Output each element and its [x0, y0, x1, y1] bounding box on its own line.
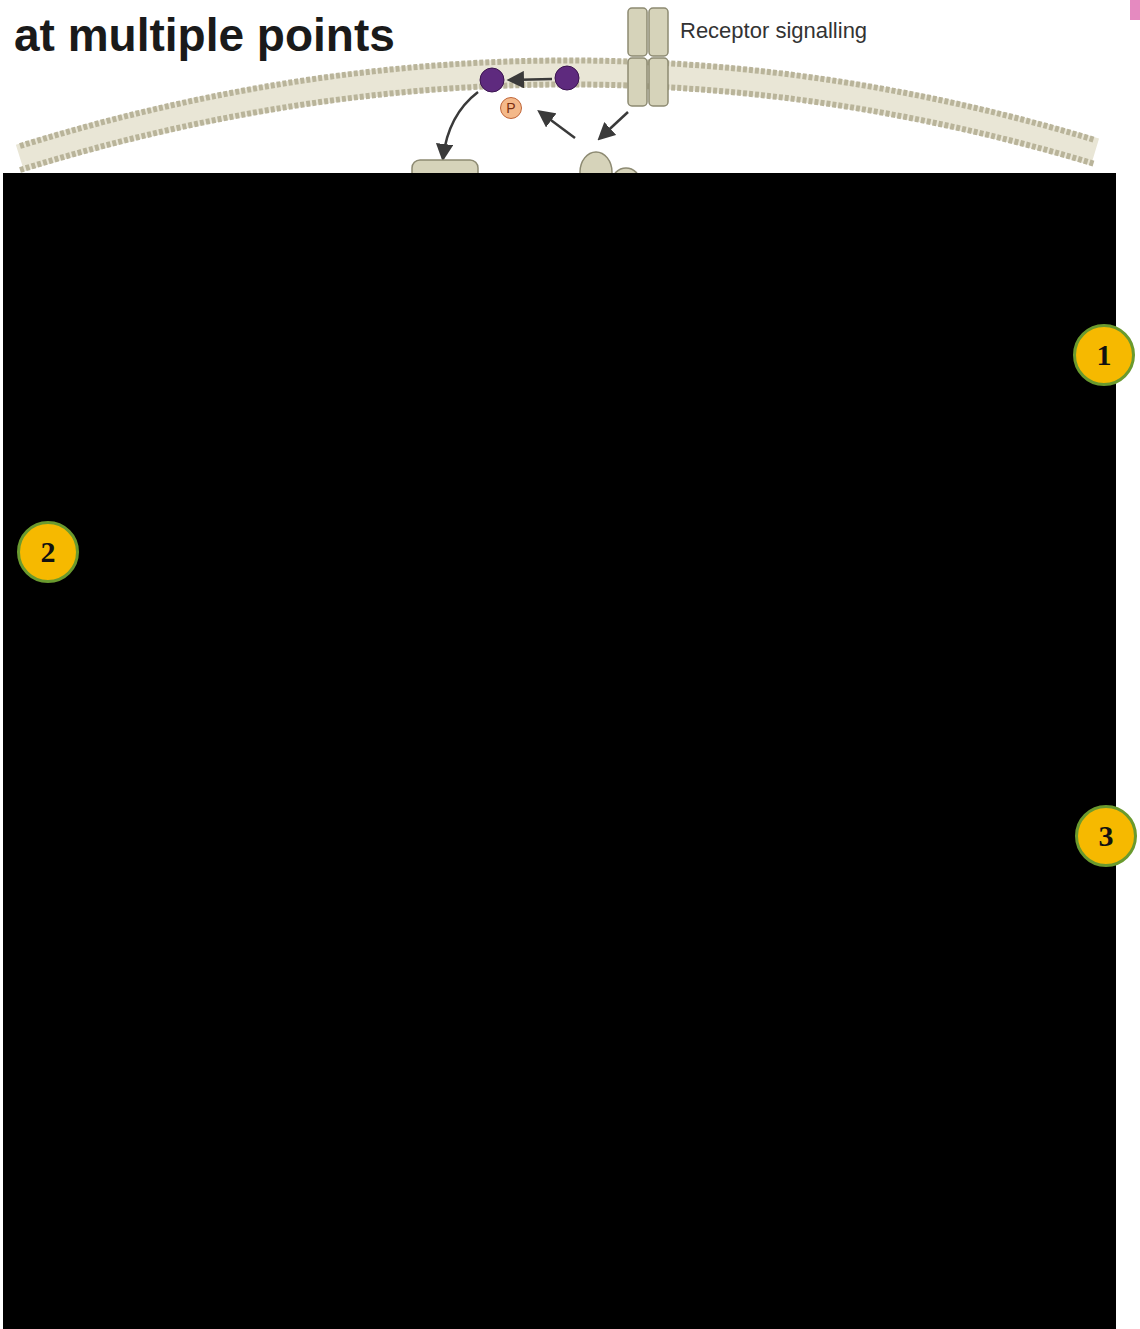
receptor-part	[628, 8, 647, 56]
arrow	[600, 112, 628, 138]
membrane-heads-outer	[20, 60, 1095, 146]
node-text: P	[506, 101, 515, 115]
phosphate-circle: P	[500, 97, 522, 119]
callout-number: 3	[1075, 805, 1137, 867]
receptor-part	[649, 8, 668, 56]
corner-tab	[1130, 0, 1140, 20]
lipid-dot	[480, 68, 504, 92]
title: at multiple points	[14, 8, 395, 62]
node-text: 3	[1099, 821, 1114, 851]
arrow	[540, 112, 575, 138]
receptor-part	[649, 58, 668, 106]
arrow	[443, 92, 478, 158]
node-text: 2	[41, 537, 56, 567]
receptor-part	[628, 58, 647, 106]
callout-number: 2	[17, 521, 79, 583]
redaction-block	[3, 173, 1116, 1329]
membrane-heads-inner	[20, 84, 1095, 170]
lipid-dot	[555, 66, 579, 90]
node-text: 1	[1097, 340, 1112, 370]
callout-number: 1	[1073, 324, 1135, 386]
receptor-label: Receptor signalling	[680, 18, 867, 44]
arrow	[510, 79, 552, 80]
